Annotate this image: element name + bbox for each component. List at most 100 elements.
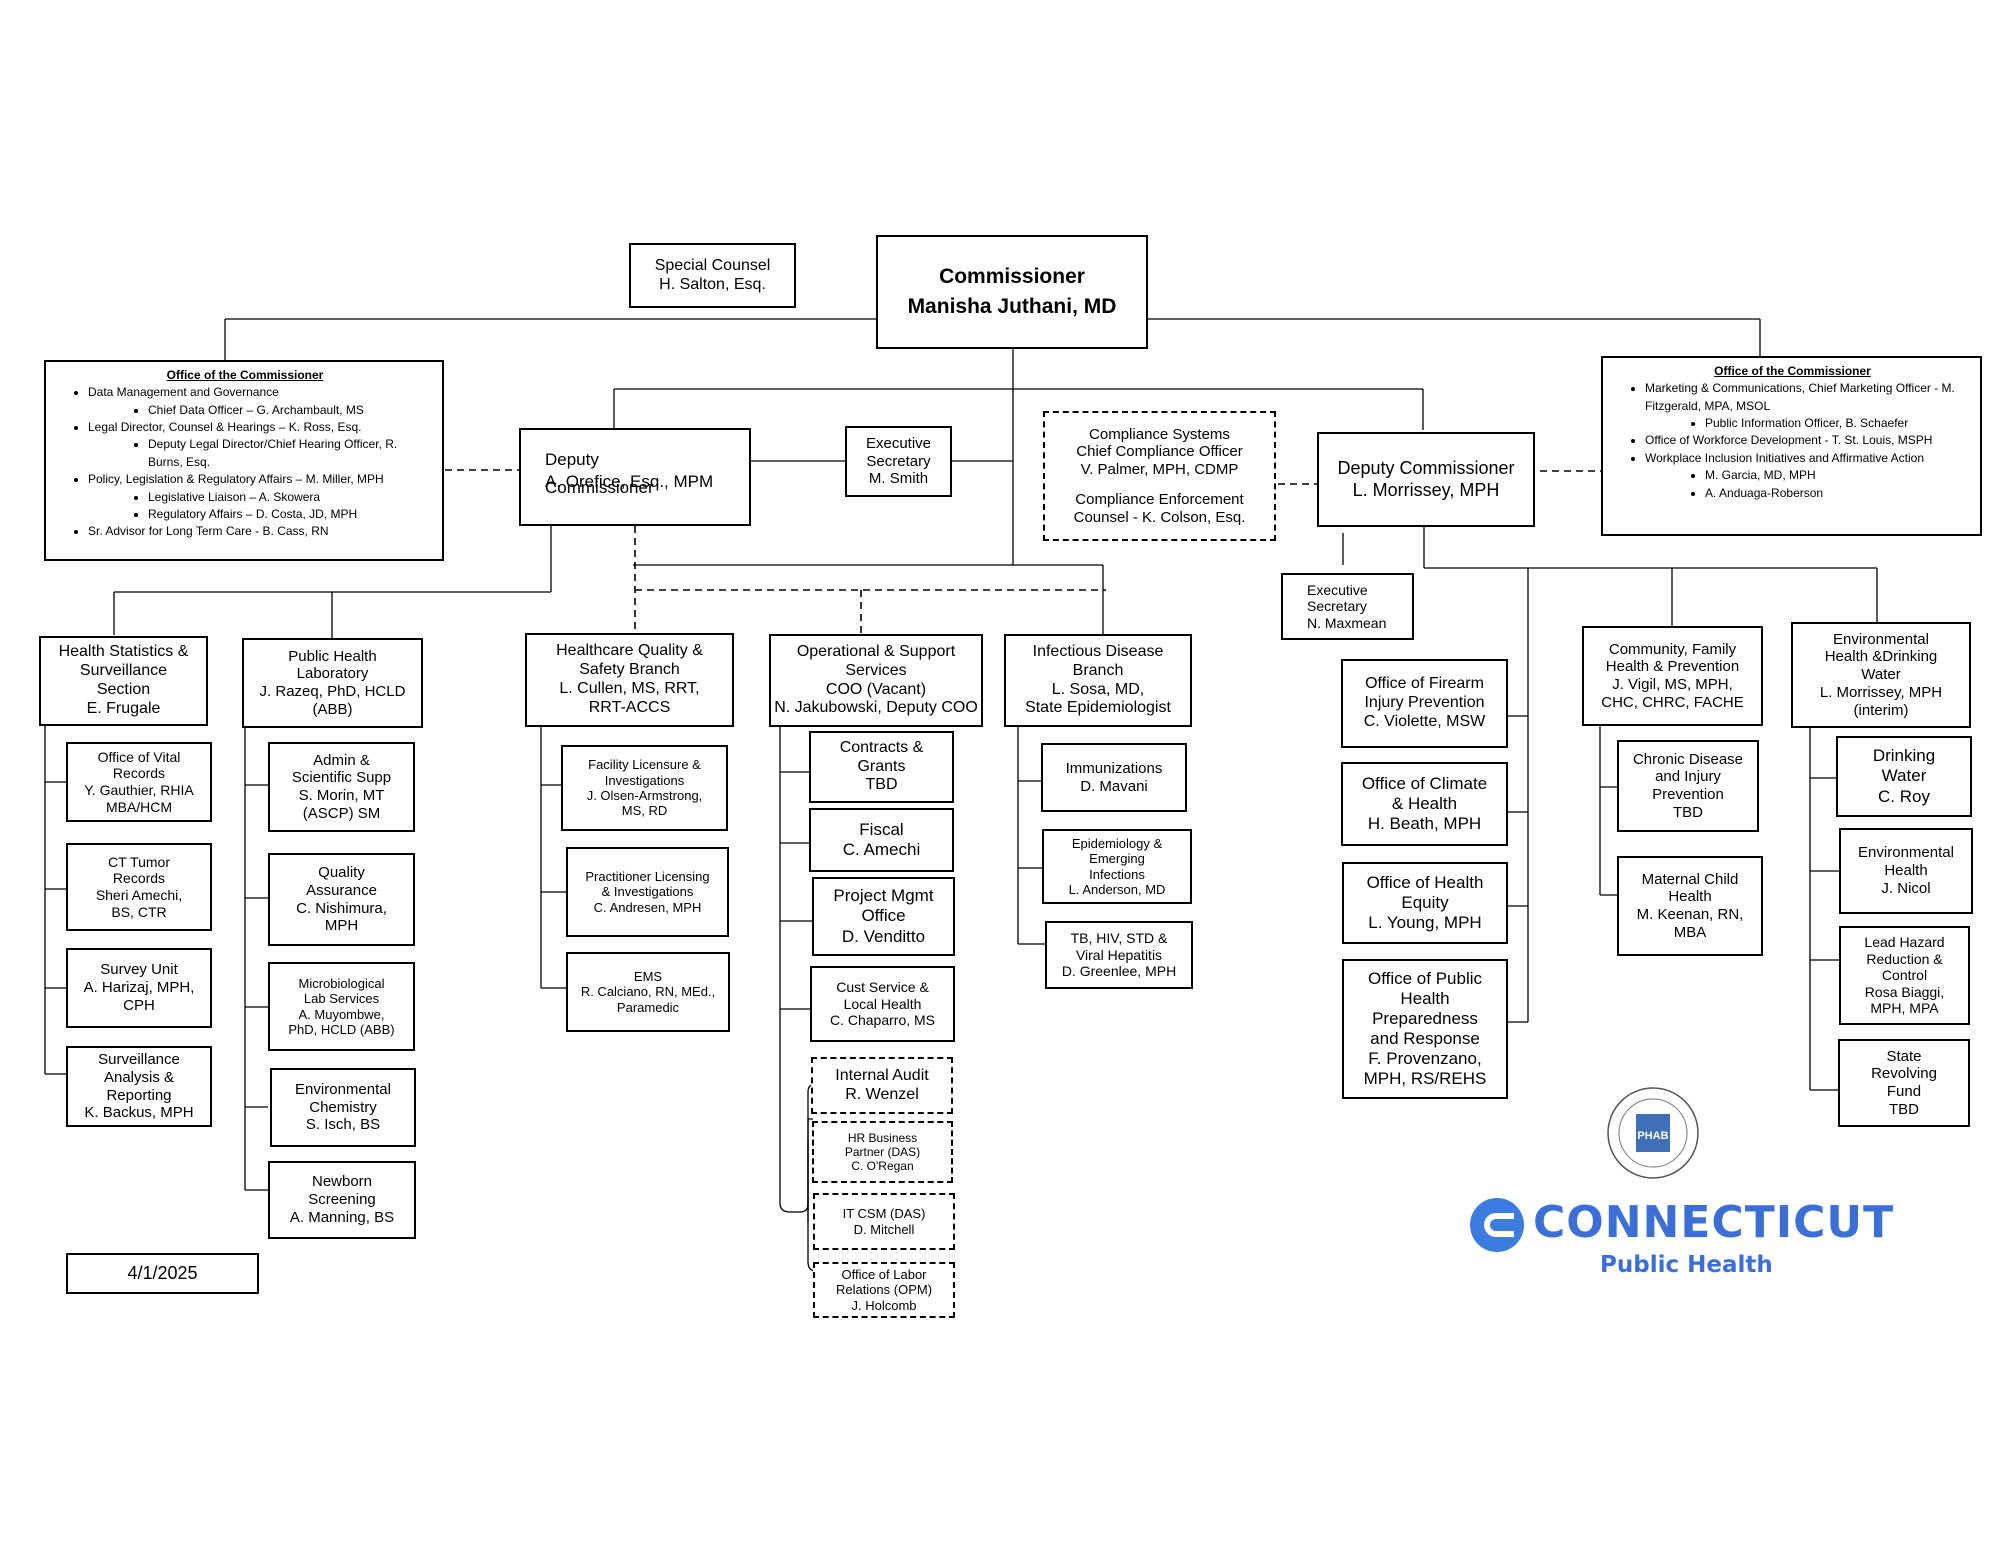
box-line: C. Roy: [1878, 786, 1930, 806]
box-line: Analysis &: [103, 1068, 175, 1086]
office-item-text: Sr. Advisor for Long Term Care - B. Cass…: [88, 524, 329, 539]
office-of-commissioner-right[interactable]: Office of the Commissioner Marketing & C…: [1601, 356, 1982, 536]
box-line: HR Business: [847, 1130, 918, 1145]
office-of-commissioner-left[interactable]: Office of the Commissioner Data Manageme…: [44, 360, 444, 561]
box-line: Surveillance: [79, 662, 168, 680]
deputy-commissioner-orefice[interactable]: Deputy A. Orefice, Esq., MPM Commissione…: [519, 428, 751, 526]
box-line: D. Venditto: [841, 926, 926, 946]
box-line: S. Morin, MT: [298, 787, 385, 804]
seal-text: PHAB: [1637, 1130, 1668, 1142]
box-line: MPH, RS/REHS: [1363, 1069, 1487, 1089]
box-line: Assurance: [306, 881, 377, 899]
box-line: Injury Prevention: [1364, 694, 1485, 712]
box-line: Counsel - K. Colson, Esq.: [1073, 508, 1246, 526]
box-line: F. Provenzano,: [1368, 1049, 1482, 1069]
box-line: A. Manning, BS: [289, 1208, 395, 1226]
date-box: 4/1/2025: [66, 1253, 259, 1294]
special-counsel-name: H. Salton, Esq.: [659, 275, 766, 293]
special-counsel-box[interactable]: Special Counsel H. Salton, Esq.: [629, 243, 796, 308]
box-line: Control: [1881, 967, 1928, 984]
office-sub-item: A. Anduaga-Roberson: [1705, 485, 1972, 502]
connecticut-public-health-logo: CONNECTICUT Public Health: [1470, 1190, 1893, 1280]
box-line: Newborn: [311, 1173, 373, 1191]
office-sub-item: Regulatory Affairs – D. Costa, JD, MPH: [148, 506, 434, 523]
box-line: Scientific Supp: [291, 769, 392, 787]
box-line: CPH: [123, 996, 155, 1014]
box-line: Infections: [1089, 866, 1145, 882]
it-csm[interactable]: IT CSM (DAS)D. Mitchell: [813, 1193, 955, 1250]
box-line: Reporting: [106, 1086, 172, 1104]
box-line: Maternal Child: [1641, 870, 1739, 888]
ct-logo-mark-icon: [1470, 1198, 1524, 1252]
logo-name: CONNECTICUT: [1533, 1197, 1895, 1248]
box-line: IT CSM (DAS): [842, 1206, 926, 1222]
box-line: Health: [1400, 988, 1450, 1008]
box-line: Investigations: [604, 772, 685, 788]
box-line: Reduction &: [1866, 950, 1943, 967]
box-line: J. Nicol: [1881, 879, 1931, 897]
box-line: R. Calciano, RN, MEd.,: [580, 984, 716, 1000]
office-list-item: Workplace Inclusion Initiatives and Affi…: [1645, 450, 1972, 502]
box-line: Office: [861, 906, 906, 926]
box-line: A. Muyombwe,: [298, 1006, 385, 1022]
box-line: L. Sosa, MD,: [1051, 680, 1145, 698]
box-line: Community, Family: [1608, 640, 1737, 658]
deputy-orefice-line1: Deputy: [545, 450, 599, 469]
box-line: Survey Unit: [100, 961, 178, 979]
office-sub-list: M. Garcia, MD, MPHA. Anduaga-Roberson: [1645, 467, 1972, 502]
commissioner-box[interactable]: Commissioner Manisha Juthani, MD: [876, 235, 1148, 349]
box-line: TBD: [1889, 1100, 1919, 1118]
box-line: J. Vigil, MS, MPH,: [1612, 676, 1733, 693]
box-line: CHC, CHRC, FACHE: [1601, 693, 1744, 711]
box-line: [1048, 479, 1271, 491]
box-line: TBD: [1673, 803, 1703, 821]
box-line: M. Smith: [868, 470, 929, 488]
box-line: Chemistry: [309, 1098, 377, 1116]
box-line: J. Holcomb: [851, 1297, 917, 1313]
